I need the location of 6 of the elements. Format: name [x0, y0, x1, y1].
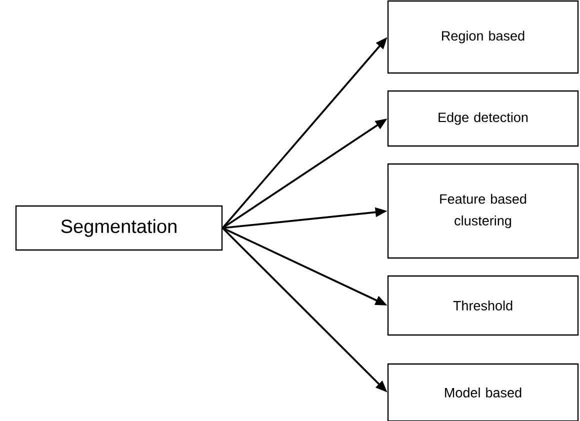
- process-box: Model based: [387, 363, 579, 421]
- process-box: Threshold: [387, 275, 579, 336]
- process-box: Feature based clustering: [387, 163, 579, 259]
- process-box: Edge detection: [387, 90, 579, 147]
- process-box: Region based: [387, 0, 579, 74]
- process-box: Segmentation: [15, 205, 223, 251]
